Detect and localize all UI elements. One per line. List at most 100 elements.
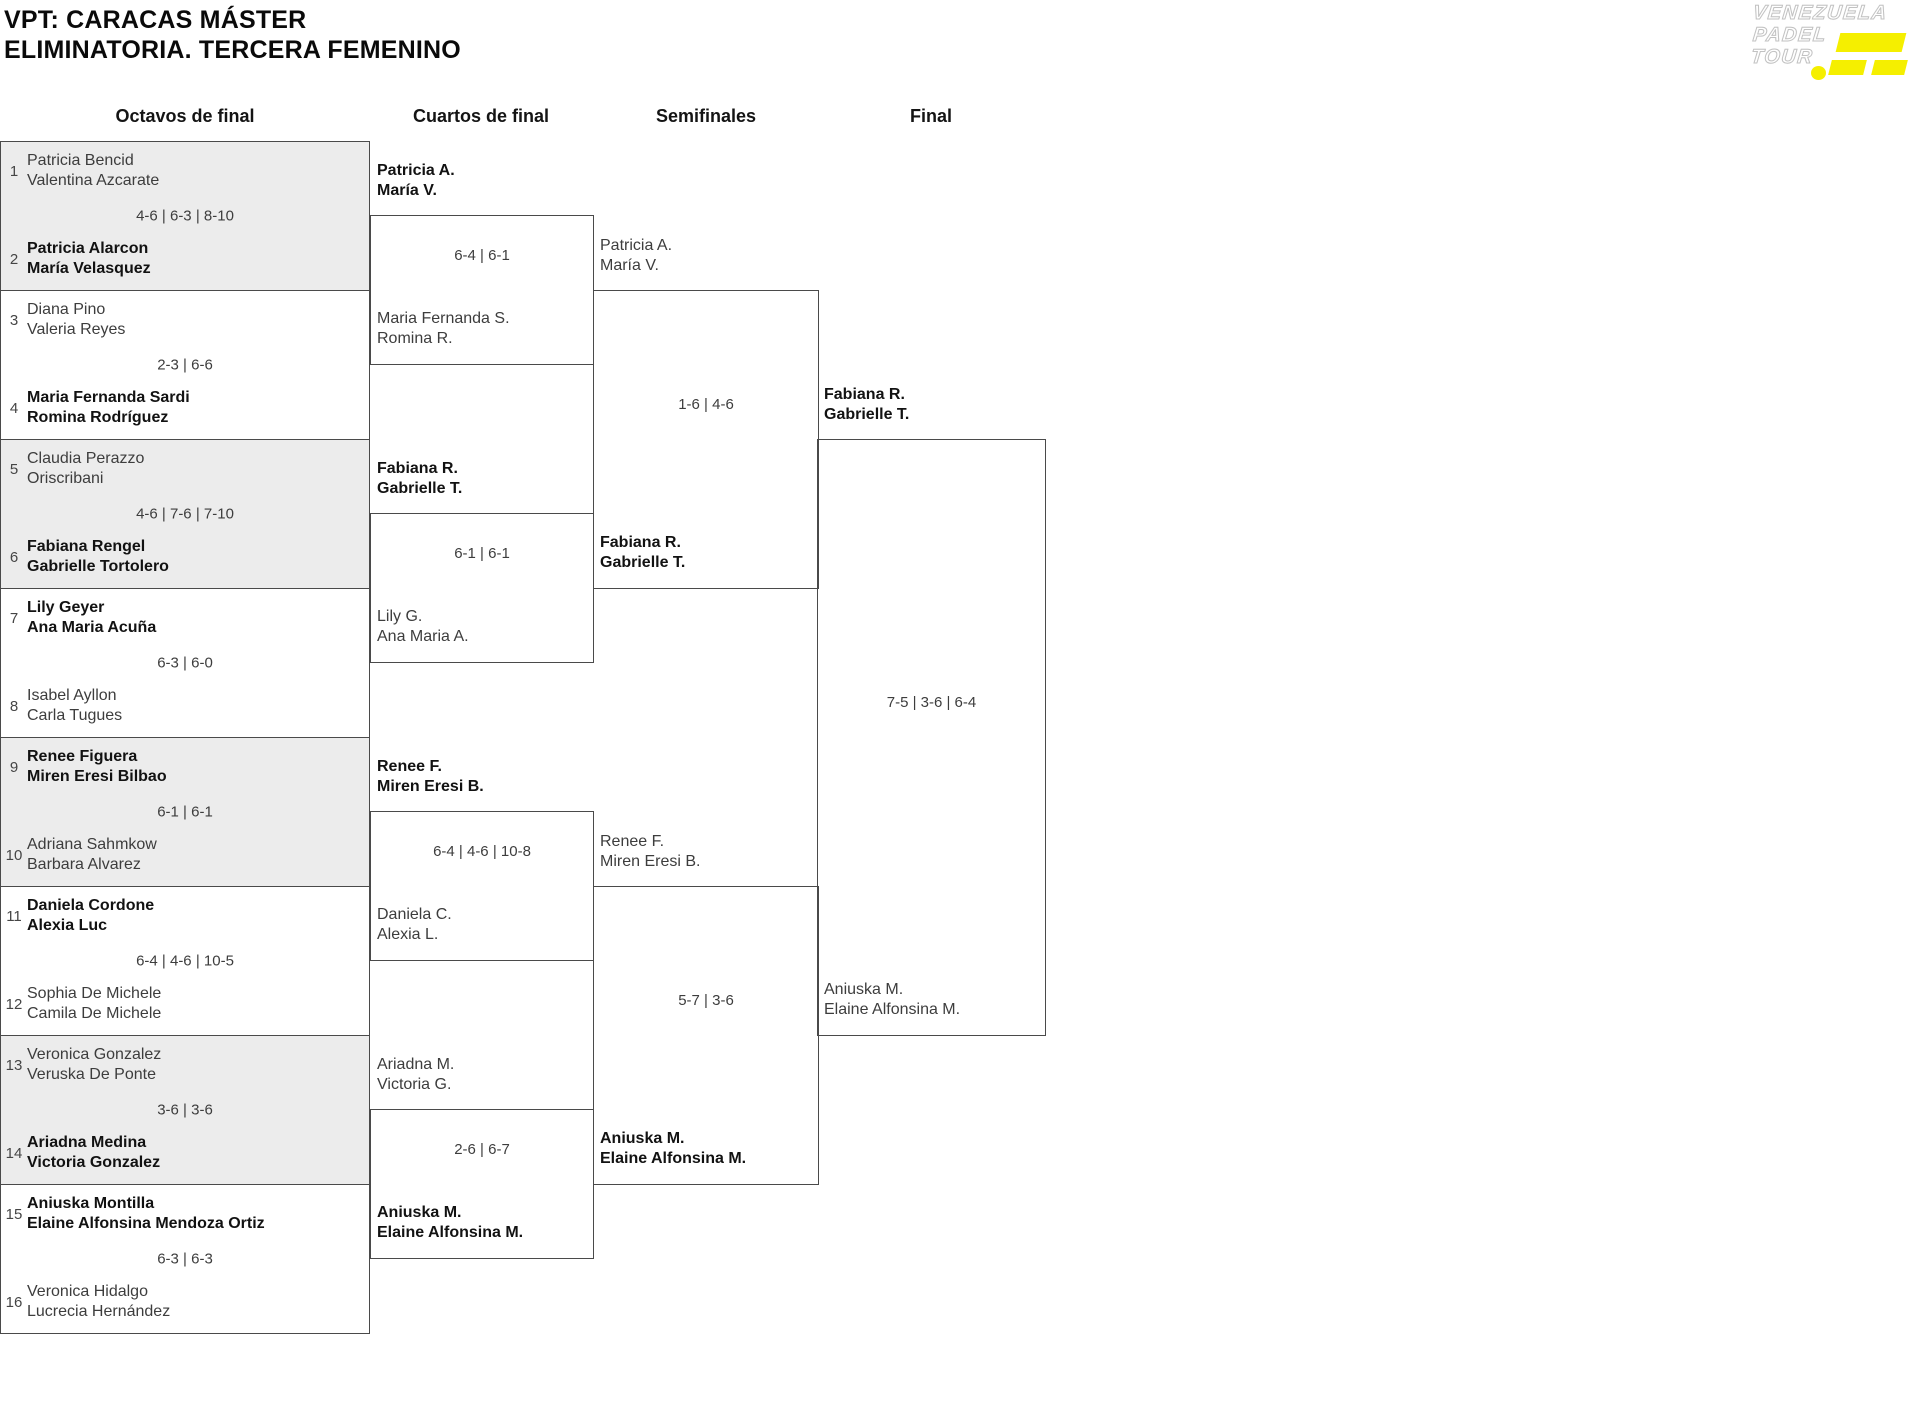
- team-name-line: Veronica Hidalgo: [27, 1283, 148, 1300]
- match-score: 3-6 | 3-6: [157, 1101, 213, 1119]
- team-names: Veronica Gonzalez Veruska De Ponte: [27, 1045, 161, 1085]
- logo-word-venezuela: VENEZUELA: [1751, 2, 1889, 25]
- match-box-octavos-1: 1 Patricia Bencid Valentina Azcarate 4-6…: [0, 141, 370, 291]
- match-score: 7-5 | 3-6 | 6-4: [886, 694, 977, 711]
- team-name-line: María V.: [600, 257, 659, 274]
- tournament-title-block: VPT: CARACAS MÁSTER ELIMINATORIA. TERCER…: [4, 5, 461, 65]
- team-names: Adriana Sahmkow Barbara Alvarez: [27, 835, 157, 875]
- team-name-line: Oriscribani: [27, 470, 104, 487]
- seed-number: 5: [9, 460, 19, 478]
- team-name-line: Miren Eresi B.: [377, 778, 484, 795]
- team-name-line: Barbara Alvarez: [27, 856, 141, 873]
- team-row: 16 Veronica Hidalgo Lucrecia Hernández: [1, 1282, 369, 1322]
- match-score: 4-6 | 7-6 | 7-10: [136, 505, 234, 523]
- match-score: 6-1 | 6-1: [157, 803, 213, 821]
- seed-number: 12: [5, 995, 23, 1013]
- advancing-team-label: Fabiana R. Gabrielle T.: [600, 533, 812, 573]
- logo-word-padel: PADEL: [1751, 24, 1828, 47]
- team-name-line: Lily Geyer: [27, 599, 105, 616]
- match-score: 6-4 | 6-1: [454, 247, 510, 264]
- team-names: Patricia Bencid Valentina Azcarate: [27, 151, 159, 191]
- team-name-line: Aniuska M.: [377, 1204, 462, 1221]
- team-name-line: Camila De Michele: [27, 1005, 162, 1022]
- team-row: 7 Lily Geyer Ana Maria Acuña: [1, 598, 369, 638]
- match-box-octavos-2: 3 Diana Pino Valeria Reyes 2-3 | 6-6 4 M…: [0, 290, 370, 440]
- team-name-line: Renee F.: [377, 758, 442, 775]
- team-name-line: Daniela C.: [377, 906, 452, 923]
- logo-word-tour: TOUR: [1749, 46, 1815, 69]
- seed-number: 4: [9, 399, 19, 417]
- match-score: 4-6 | 6-3 | 8-10: [136, 207, 234, 225]
- team-name-line: Valentina Azcarate: [27, 172, 160, 189]
- team-row: 9 Renee Figuera Miren Eresi Bilbao: [1, 747, 369, 787]
- team-name-line: Fabiana R.: [824, 386, 905, 403]
- team-name-line: Romina Rodríguez: [27, 409, 169, 426]
- team-name-line: Patricia Alarcon: [27, 240, 149, 257]
- team-name-line: Fabiana R.: [600, 534, 681, 551]
- seed-number: 11: [6, 907, 22, 925]
- team-name-line: Elaine Alfonsina M.: [377, 1224, 524, 1241]
- team-name-line: Adriana Sahmkow: [27, 836, 157, 853]
- team-names: Diana Pino Valeria Reyes: [27, 300, 125, 340]
- team-name-line: Maria Fernanda S.: [377, 310, 510, 327]
- advancing-team-label: Aniuska M. Elaine Alfonsina M.: [377, 1203, 587, 1243]
- advancing-team-label: Maria Fernanda S. Romina R.: [377, 309, 587, 349]
- team-row: 11 Daniela Cordone Alexia Luc: [1, 896, 369, 936]
- match-box-final: Fabiana R. Gabrielle T. 7-5 | 3-6 | 6-4 …: [817, 386, 1046, 1036]
- team-name-line: Lily G.: [377, 608, 423, 625]
- team-row: 2 Patricia Alarcon María Velasquez: [1, 239, 369, 279]
- team-name-line: Claudia Perazzo: [27, 450, 145, 467]
- team-name-line: Sophia De Michele: [27, 985, 162, 1002]
- venezuela-padel-tour-logo: VENEZUELA PADEL TOUR: [1749, 0, 1920, 100]
- logo-yellow-bar-bottom-right: [1871, 60, 1908, 75]
- team-names: Fabiana Rengel Gabrielle Tortolero: [27, 537, 169, 577]
- logo-yellow-bar-bottom-left: [1828, 60, 1867, 75]
- round-header-semifinales: Semifinales: [655, 106, 757, 126]
- team-row: 12 Sophia De Michele Camila De Michele: [1, 984, 369, 1024]
- seed-number: 10: [5, 846, 23, 864]
- team-name-line: Elaine Alfonsina M.: [600, 1150, 747, 1167]
- team-name-line: Veruska De Ponte: [27, 1066, 156, 1083]
- team-name-line: Miren Eresi B.: [600, 853, 701, 870]
- match-score: 5-7 | 3-6: [678, 992, 734, 1009]
- team-name-line: Gabrielle T.: [377, 480, 463, 497]
- match-score: 6-4 | 4-6 | 10-8: [433, 843, 531, 860]
- match-box-cuartos-4: Ariadna M. Victoria G. 2-6 | 6-7 Aniuska…: [370, 1056, 594, 1259]
- team-name-line: Patricia A.: [377, 162, 455, 179]
- seed-number: 9: [9, 758, 19, 776]
- team-names: Aniuska Montilla Elaine Alfonsina Mendoz…: [27, 1194, 265, 1234]
- team-row: 1 Patricia Bencid Valentina Azcarate: [1, 151, 369, 191]
- match-box-semifinal-2: Renee F. Miren Eresi B. 5-7 | 3-6 Aniusk…: [593, 833, 819, 1185]
- team-name-line: Veronica Gonzalez: [27, 1046, 162, 1063]
- advancing-team-label: Daniela C. Alexia L.: [377, 905, 587, 945]
- team-name-line: Elaine Alfonsina Mendoza Ortiz: [27, 1215, 265, 1232]
- team-name-line: Renee Figuera: [27, 748, 138, 765]
- team-row: 4 Maria Fernanda Sardi Romina Rodríguez: [1, 388, 369, 428]
- team-name-line: María V.: [377, 182, 437, 199]
- match-box-octavos-6: 11 Daniela Cordone Alexia Luc 6-4 | 4-6 …: [0, 886, 370, 1036]
- seed-number: 2: [9, 250, 19, 268]
- team-name-line: Gabrielle T.: [824, 406, 910, 423]
- team-names: Sophia De Michele Camila De Michele: [27, 984, 161, 1024]
- match-box-cuartos-1: Patricia A. María V. 6-4 | 6-1 Maria Fer…: [370, 162, 594, 365]
- logo-yellow-dot: [1811, 66, 1826, 80]
- match-box-cuartos-3: Renee F. Miren Eresi B. 6-4 | 4-6 | 10-8…: [370, 758, 594, 961]
- team-name-line: Isabel Ayllon: [27, 687, 117, 704]
- team-name-line: Aniuska Montilla: [27, 1195, 155, 1212]
- advancing-team-label: Aniuska M. Elaine Alfonsina M.: [600, 1129, 812, 1169]
- team-name-line: Alexia Luc: [27, 917, 108, 934]
- team-name-line: Fabiana Rengel: [27, 538, 146, 555]
- team-names: Maria Fernanda Sardi Romina Rodríguez: [27, 388, 190, 428]
- team-names: Veronica Hidalgo Lucrecia Hernández: [27, 1282, 170, 1322]
- seed-number: 16: [5, 1293, 23, 1311]
- team-name-line: Fabiana R.: [377, 460, 458, 477]
- seed-number: 14: [5, 1144, 23, 1162]
- team-name-line: Romina R.: [377, 330, 453, 347]
- team-name-line: Ariadna Medina: [27, 1134, 147, 1151]
- advancing-team-label: Lily G. Ana Maria A.: [377, 607, 587, 647]
- tournament-title: VPT: CARACAS MÁSTER: [4, 6, 307, 34]
- team-name-line: Patricia Bencid: [27, 152, 134, 169]
- team-name-line: María Velasquez: [27, 260, 151, 277]
- team-row: 6 Fabiana Rengel Gabrielle Tortolero: [1, 537, 369, 577]
